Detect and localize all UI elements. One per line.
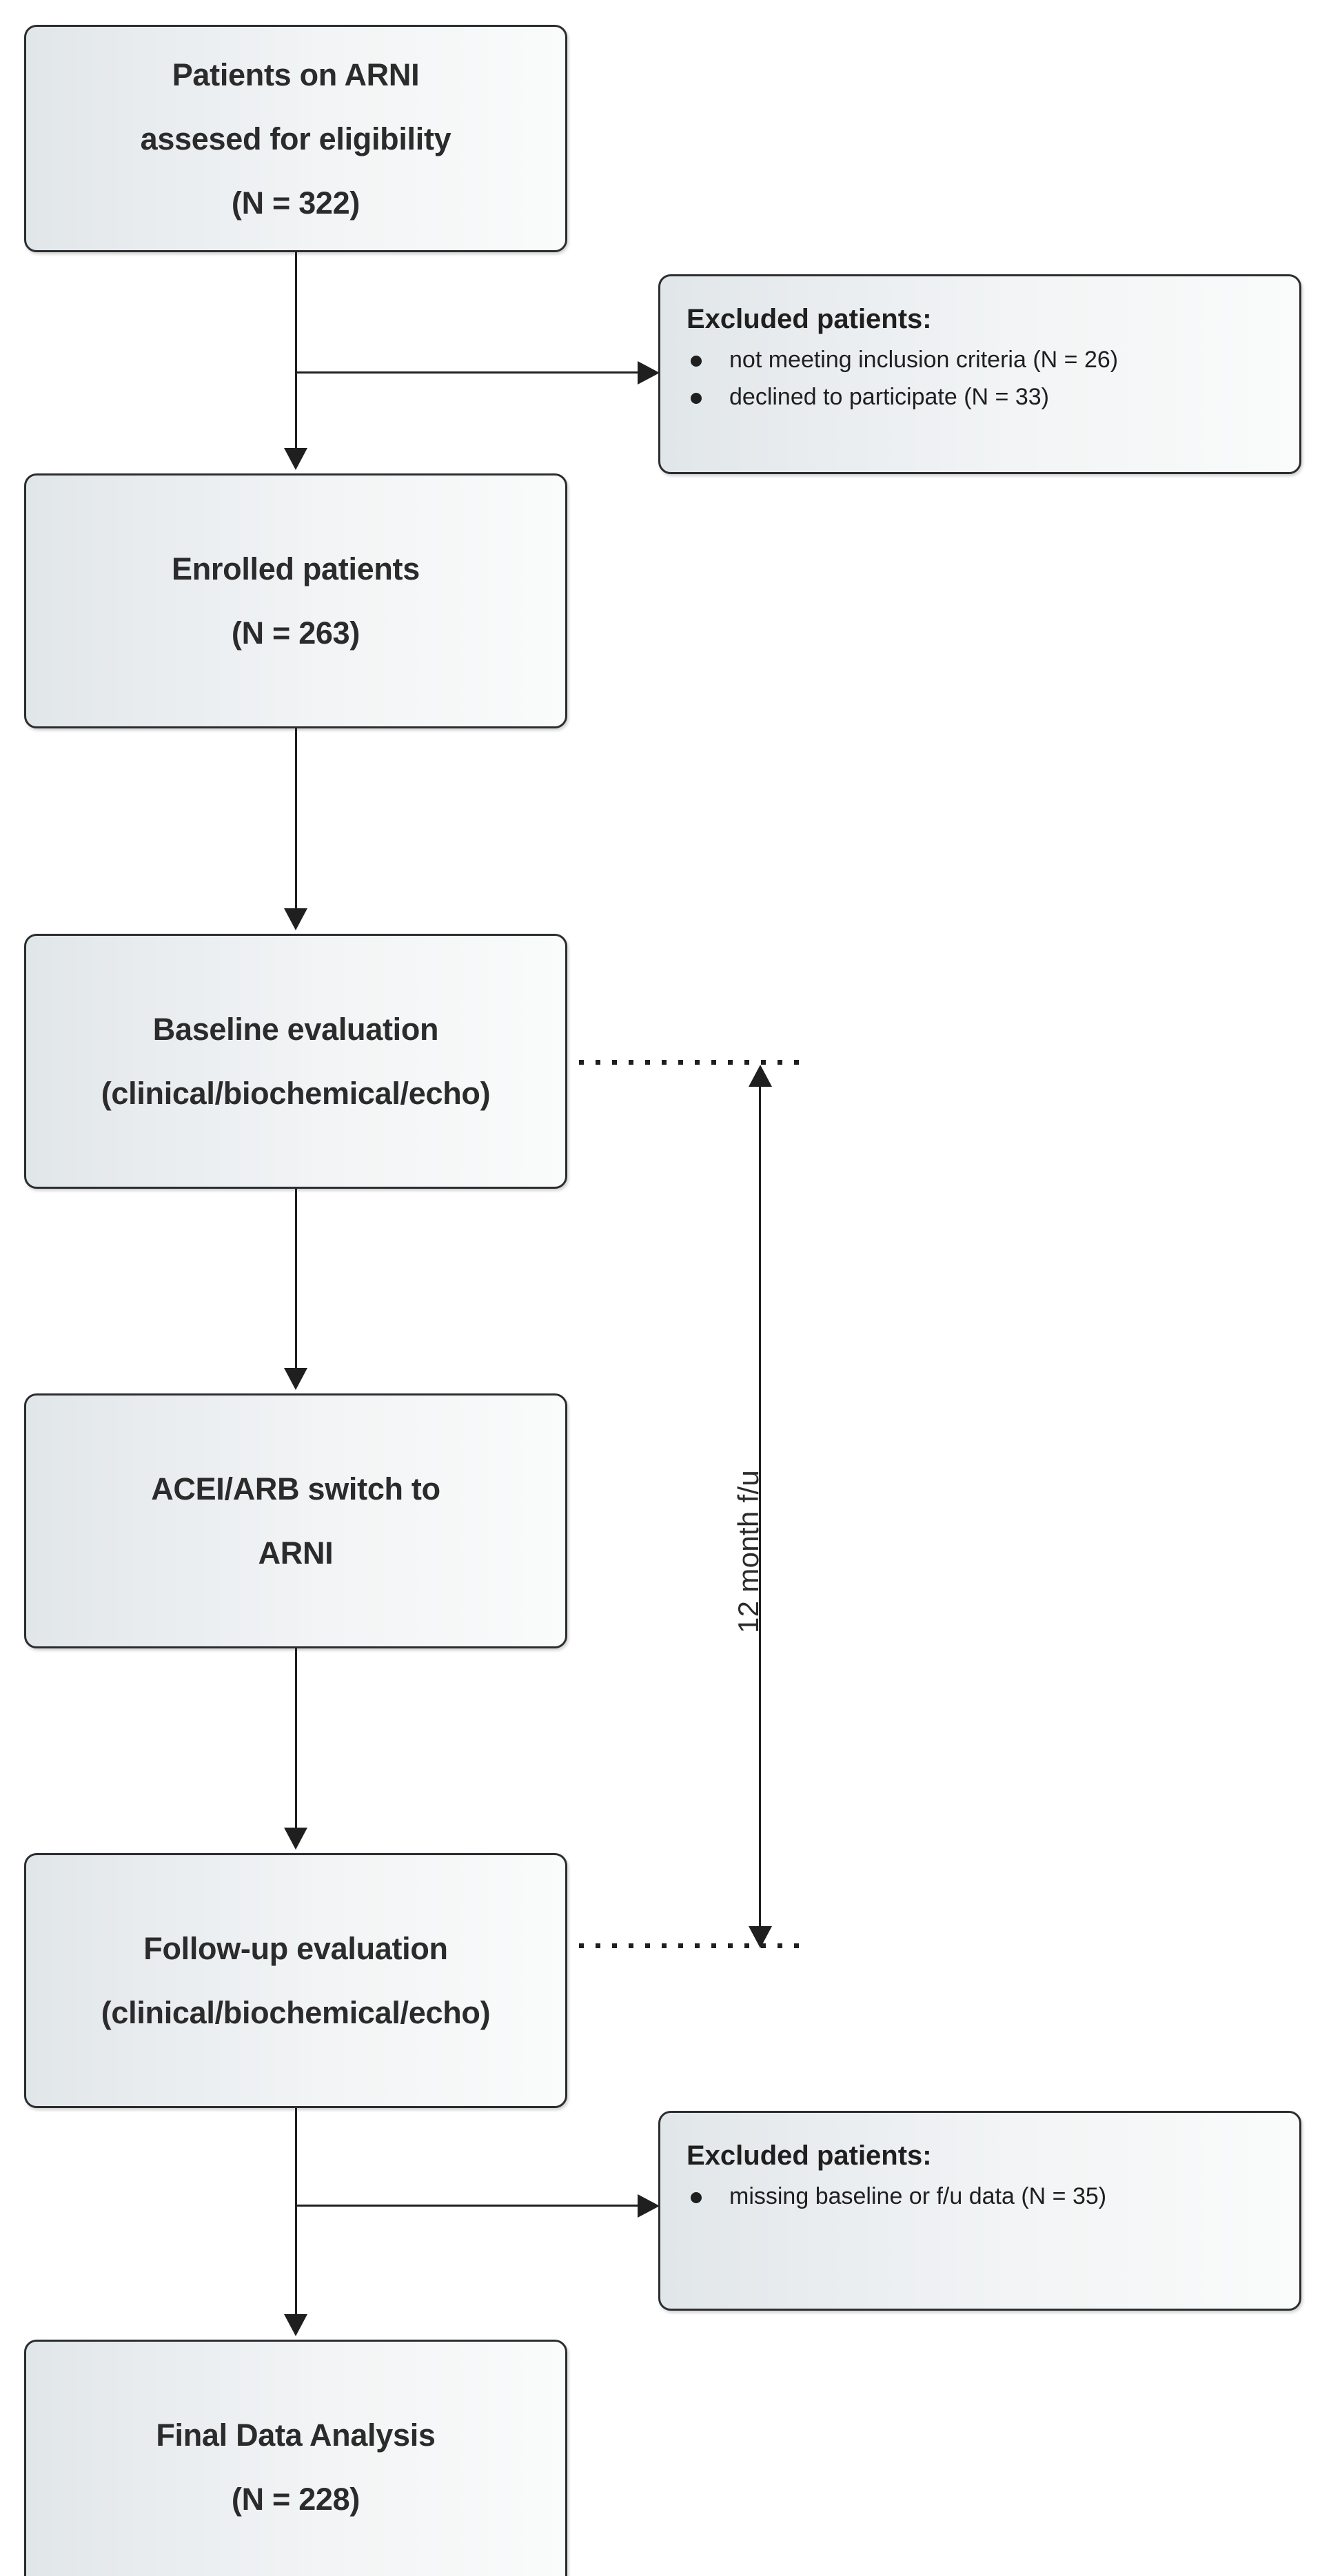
arrowhead-screening-to-enrolled [284,448,307,470]
excluded-1-item-0: not meeting inclusion criteria (N = 26) [729,347,1119,373]
arrowhead-followup-to-final [284,2314,307,2336]
connector-screening-to-enrolled [295,252,297,459]
dotted-leader-baseline [579,1060,806,1065]
node-followup-line-1: Follow-up evaluation [143,1931,448,1966]
list-item: missing baseline or f/u data (N = 35) [687,2183,1279,2209]
node-excluded-2[interactable]: Excluded patients: missing baseline or f… [658,2111,1301,2311]
excluded-2-title: Excluded patients: [687,2140,932,2171]
node-screening-line-1: Patients on ARNI [172,57,420,92]
excluded-2-list: missing baseline or f/u data (N = 35) [687,2183,1279,2222]
node-switch-line-2: ARNI [258,1535,334,1571]
node-followup[interactable]: Follow-up evaluation (clinical/biochemic… [24,1853,567,2108]
node-baseline-line-1: Baseline evaluation [152,1012,439,1047]
bullet-icon [691,356,702,367]
node-final-line-2: (N = 228) [231,2482,360,2517]
connector-enrolled-to-baseline [295,728,297,911]
excluded-1-list: not meeting inclusion criteria (N = 26) … [687,347,1279,422]
node-enrolled-line-1: Enrolled patients [172,551,420,586]
node-screening-line-3: (N = 322) [231,185,360,221]
node-followup-line-2: (clinical/biochemical/echo) [101,1995,491,2030]
connector-followup-to-excluded-2 [295,2205,640,2207]
excluded-2-item-0: missing baseline or f/u data (N = 35) [729,2183,1107,2209]
node-baseline[interactable]: Baseline evaluation (clinical/biochemica… [24,934,567,1189]
connector-switch-to-followup [295,1648,297,1831]
dotted-leader-followup [579,1943,806,1948]
node-excluded-1[interactable]: Excluded patients: not meeting inclusion… [658,274,1301,474]
bullet-icon [691,2192,702,2203]
arrowhead-baseline-to-switch [284,1368,307,1390]
connector-baseline-to-switch [295,1189,297,1371]
arrowhead-followup-to-excluded-2 [638,2194,660,2218]
connector-followup-to-final [295,2108,297,2325]
connector-screening-to-excluded-1 [295,371,640,374]
list-item: declined to participate (N = 33) [687,385,1279,410]
node-switch[interactable]: ACEI/ARB switch to ARNI [24,1393,567,1648]
node-screening-line-2: assesed for eligibility [140,121,451,156]
arrowhead-screening-to-excluded-1 [638,361,660,385]
node-enrolled-line-2: (N = 263) [231,615,360,651]
arrowhead-enrolled-to-baseline [284,908,307,930]
node-switch-line-1: ACEI/ARB switch to [151,1471,440,1506]
node-enrolled[interactable]: Enrolled patients (N = 263) [24,473,567,728]
node-baseline-line-2: (clinical/biochemical/echo) [101,1076,491,1111]
node-screening[interactable]: Patients on ARNI assesed for eligibility… [24,25,567,252]
node-final[interactable]: Final Data Analysis (N = 228) [24,2340,567,2576]
list-item: not meeting inclusion criteria (N = 26) [687,347,1279,373]
excluded-1-title: Excluded patients: [687,304,932,334]
connector-followup-interval [759,1082,761,1939]
followup-interval-label: 12 month f/u [732,1469,764,1633]
arrowhead-switch-to-followup [284,1828,307,1850]
bullet-icon [691,392,702,404]
excluded-1-item-1: declined to participate (N = 33) [729,383,1049,410]
node-final-line-1: Final Data Analysis [156,2417,436,2453]
